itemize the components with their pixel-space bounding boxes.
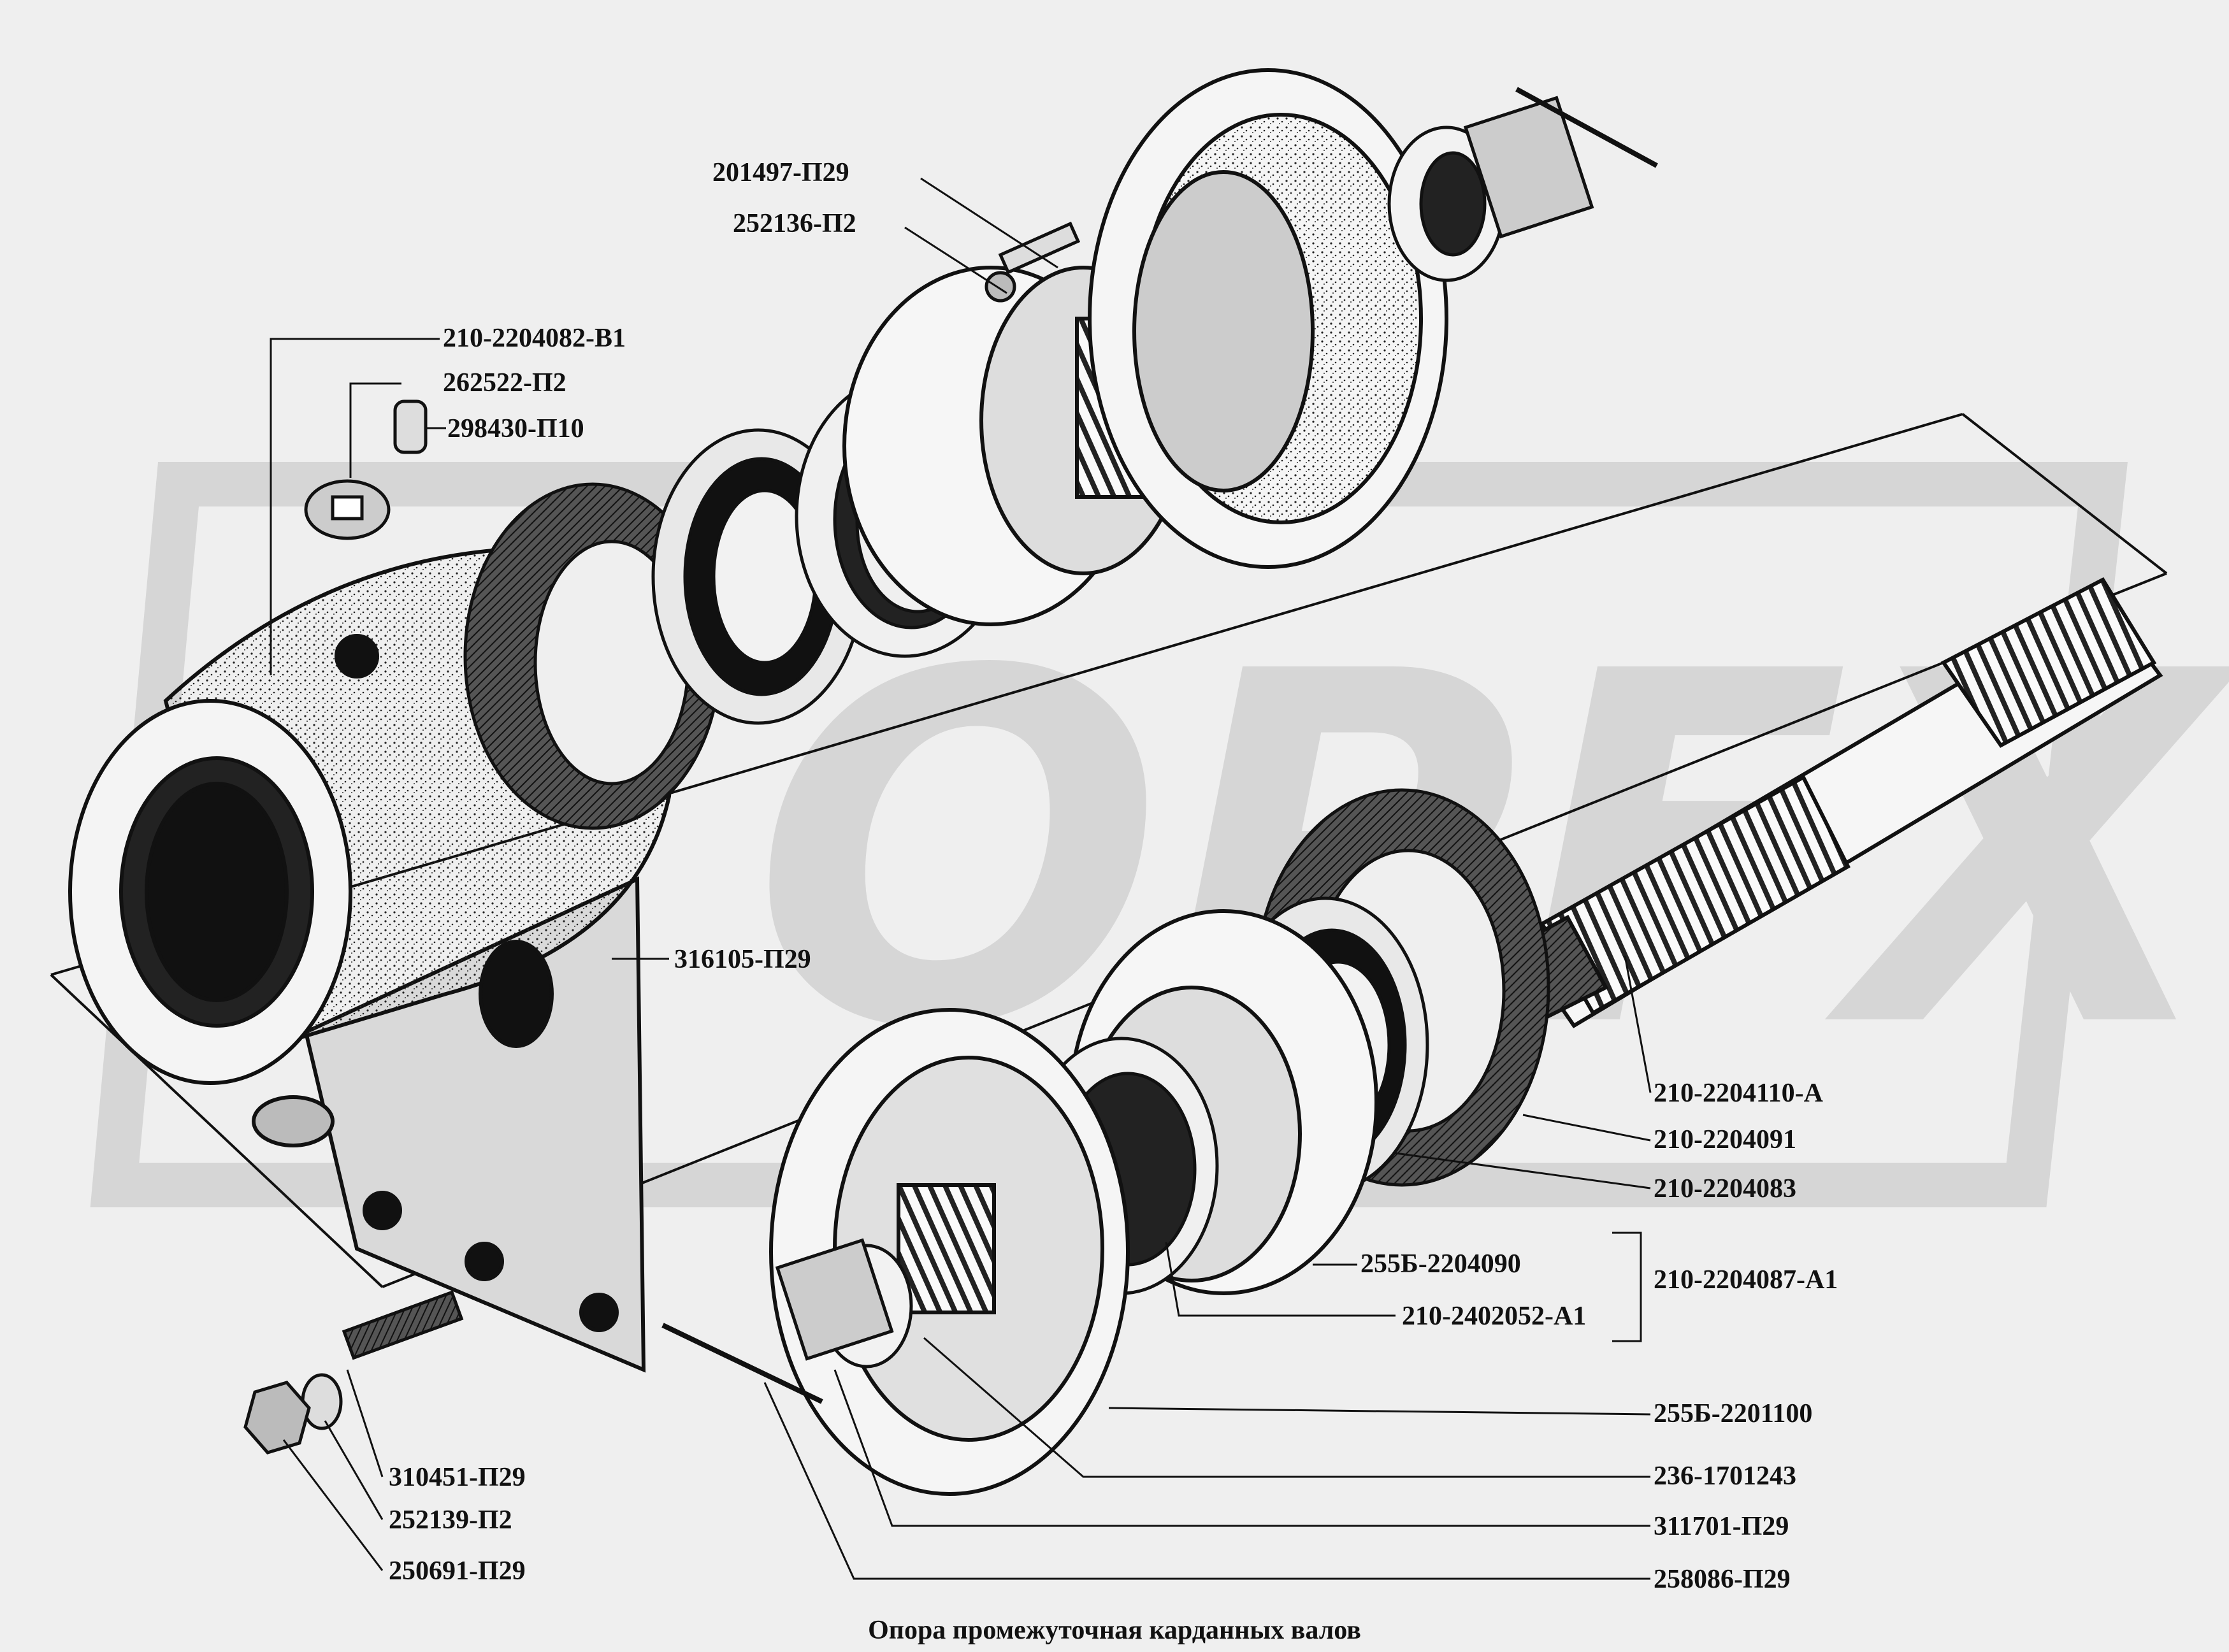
drive-shaft — [1495, 577, 2163, 1029]
leader-262522 — [349, 382, 401, 478]
nut-upper — [1387, 87, 1658, 282]
leader-201497 — [920, 177, 1058, 269]
label-201497-p29: 201497-П29 — [712, 158, 849, 187]
leader-210-2402052 — [1165, 1242, 1396, 1317]
flange-upper — [1088, 68, 1448, 569]
nut-lower — [661, 1238, 913, 1404]
leader-236-1701243 — [923, 1337, 1650, 1478]
leader-310451 — [346, 1369, 384, 1477]
label-298430-p10: 298430-П10 — [447, 414, 584, 443]
label-252136-p2: 252136-П2 — [733, 209, 856, 238]
label-255B-2204090: 255Б-2204090 — [1360, 1249, 1521, 1279]
leader-250691 — [282, 1439, 384, 1571]
leader-252139 — [324, 1420, 384, 1520]
label-262522-p2: 262522-П2 — [443, 368, 566, 398]
label-210-2204110-a: 210-2204110-А — [1654, 1079, 1823, 1108]
leader-210-2204083 — [1395, 1152, 1651, 1189]
label-210-2204082-v1: 210-2204082-В1 — [443, 324, 626, 353]
label-210-2204083: 210-2204083 — [1654, 1174, 1796, 1203]
leader-258086 — [763, 1382, 1650, 1580]
shaft-end-spline — [1940, 577, 2157, 748]
label-252139-p2: 252139-П2 — [389, 1505, 512, 1535]
flange-lower-spline-hub — [897, 1183, 996, 1314]
bracket-210-2204087 — [1612, 1232, 1642, 1342]
leader-255B-2201100 — [1108, 1407, 1651, 1416]
label-236-1701243: 236-1701243 — [1654, 1462, 1796, 1491]
label-210-2204091: 210-2204091 — [1654, 1125, 1796, 1154]
diagram-caption: Опора промежуточная карданных валов — [868, 1616, 1361, 1645]
leader-lines — [270, 177, 1652, 1580]
leader-210-2204110 — [1624, 955, 1652, 1093]
bolt-upper — [985, 221, 1081, 303]
label-210-2204087-a1: 210-2204087-А1 — [1654, 1265, 1838, 1295]
spring-washer — [301, 1373, 343, 1430]
leader-311701 — [833, 1369, 1650, 1527]
support-housing — [68, 545, 674, 1373]
housing-plug — [252, 1095, 335, 1147]
label-310451-p29: 310451-П29 — [389, 1463, 526, 1492]
label-250691-p29: 250691-П29 — [389, 1556, 526, 1586]
label-210-2402052-a1: 210-2402052-А1 — [1402, 1302, 1587, 1331]
leader-210-2204091 — [1522, 1114, 1651, 1142]
bolt-lower-left — [243, 1290, 464, 1454]
grease-fitting — [304, 399, 428, 540]
leader-210-2204082 — [270, 338, 440, 675]
leader-252136 — [904, 226, 1007, 294]
label-258086-p29: 258086-П29 — [1654, 1565, 1791, 1594]
label-316105-p29: 316105-П29 — [674, 945, 811, 974]
label-255B-2201100: 255Б-2201100 — [1654, 1399, 1813, 1428]
label-311701-p29: 311701-П29 — [1654, 1512, 1789, 1541]
hex-nut — [243, 1381, 311, 1454]
